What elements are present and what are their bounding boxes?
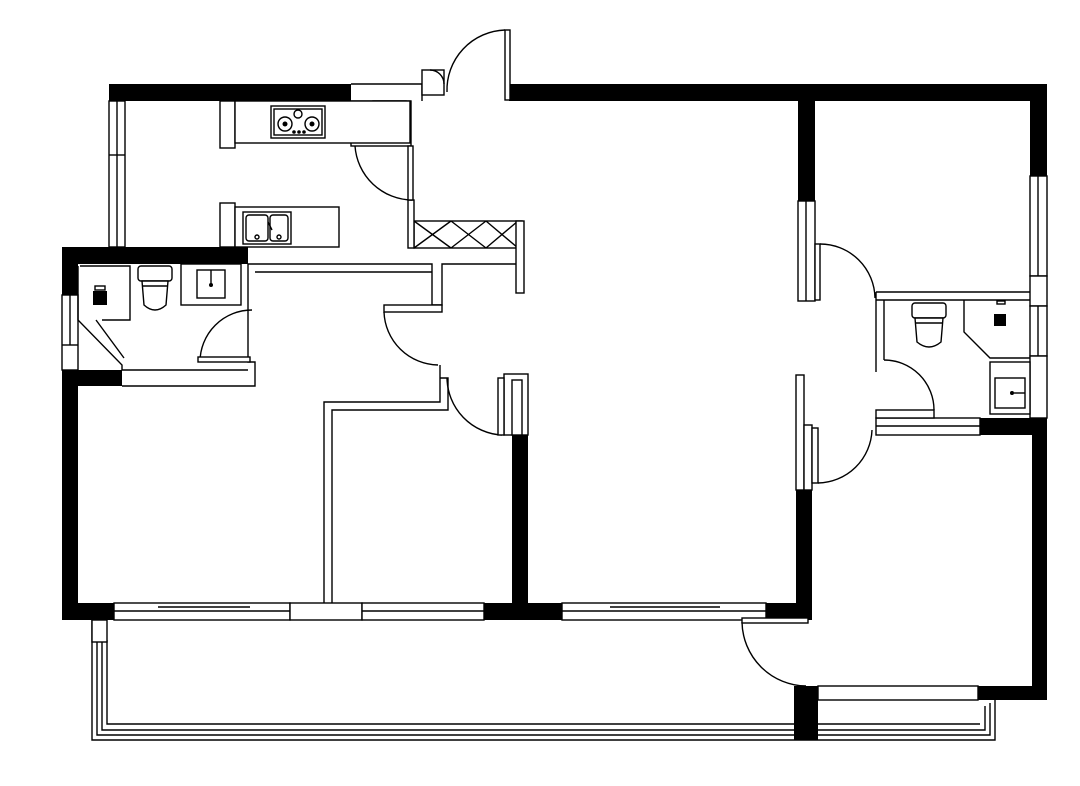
- shower-drain-icon: [77, 265, 131, 370]
- bedroom-middle-door: [446, 377, 505, 436]
- bedroom-top-right-door: [814, 243, 876, 301]
- entrance-door: [421, 29, 511, 101]
- kitchen-sink-icon: [242, 211, 292, 245]
- kitchen-door: [354, 145, 414, 201]
- toilet-icon: [911, 302, 947, 348]
- washbasin-icon: [989, 361, 1031, 415]
- exterior-walls: [62, 84, 1047, 740]
- shower-drain-icon: [963, 300, 1030, 359]
- bathroom-left-door: [197, 309, 253, 363]
- toilet-icon: [137, 265, 173, 311]
- stove-icon: [270, 105, 326, 139]
- doors: [197, 29, 935, 687]
- windows: [61, 100, 1048, 701]
- balcony-door: [741, 617, 809, 687]
- bedroom-left-door: [383, 304, 443, 366]
- bedroom-bottom-right-door: [811, 427, 873, 484]
- balcony: [91, 619, 996, 741]
- washbasin-icon: [180, 263, 242, 306]
- interior-partitions: [122, 83, 1030, 603]
- bathroom-right-door: [875, 359, 935, 419]
